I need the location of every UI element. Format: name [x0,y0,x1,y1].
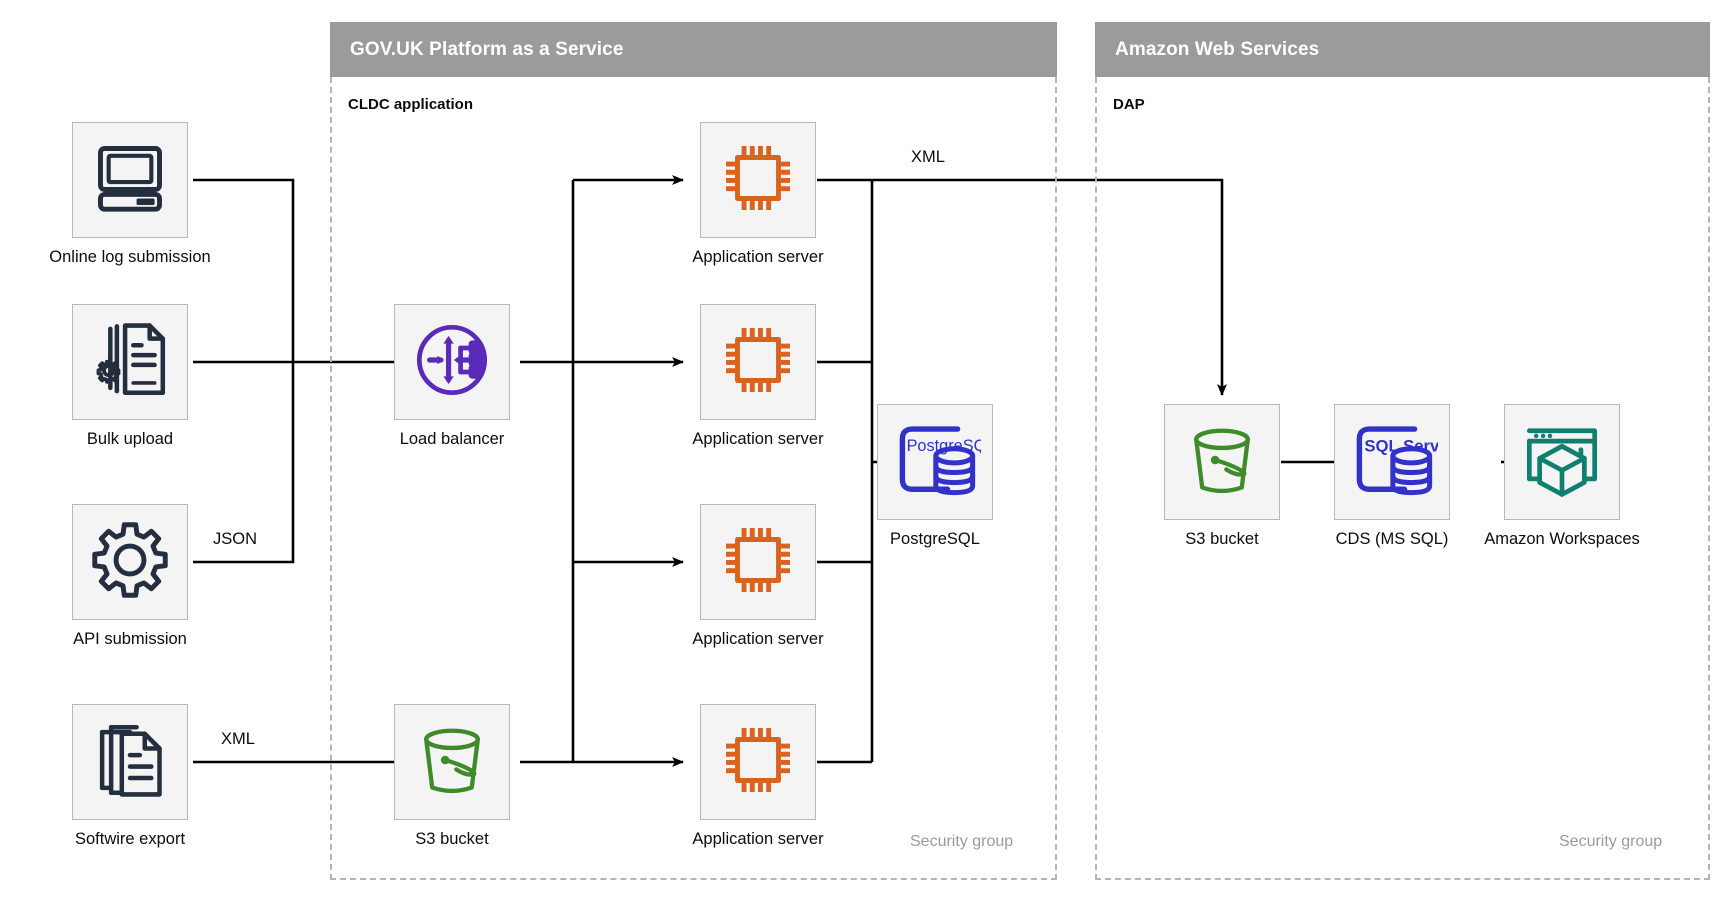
edge-label-xml-appserver-text: XML [906,148,950,167]
node-caption: Application server [692,248,824,266]
gear-icon [89,519,171,606]
node-tile [700,704,816,820]
node-caption: CDS (MS SQL) [1335,530,1449,548]
aws-group-label: DAP [1113,96,1145,113]
node-caption: API submission [73,630,187,648]
amazon-workspaces-icon [1519,417,1605,508]
node-bulk-upload[interactable]: Bulk upload [72,304,188,448]
node-application-server-1[interactable]: Application server [692,122,824,266]
s3-bucket-icon [1179,417,1265,508]
aws-cloud-body [1095,77,1710,880]
node-s3-bucket-paas[interactable]: S3 bucket [394,704,510,848]
edge-label-json: JSON [208,530,263,549]
node-online-log-submission[interactable]: Online log submission [49,122,211,266]
svg-text:SQL Server: SQL Server [1364,436,1438,455]
node-cds-ms-sql[interactable]: SQL Server CDS (MS SQL) [1334,404,1456,548]
node-caption: Online log submission [49,248,211,266]
node-load-balancer[interactable]: Load balancer [394,304,510,448]
paas-cloud-title: GOV.UK Platform as a Service [350,38,624,60]
node-tile [72,704,188,820]
aws-security-group-label: Security group [1559,833,1663,850]
node-tile [72,122,188,238]
desktop-computer-icon [89,137,171,224]
node-tile [1164,404,1280,520]
cpu-chip-icon [717,519,799,606]
node-application-server-2[interactable]: Application server [692,304,824,448]
node-tile [700,304,816,420]
postgresql-icon: PostgreSQL [889,414,995,511]
paas-cloud-header: GOV.UK Platform as a Service [330,22,1057,77]
node-caption: Load balancer [399,430,505,448]
node-application-server-3[interactable]: Application server [692,504,824,648]
aws-cloud-header: Amazon Web Services [1095,22,1710,77]
node-softwire-export[interactable]: Softwire export [72,704,188,848]
node-s3-bucket-aws[interactable]: S3 bucket [1164,404,1280,548]
node-tile: PostgreSQL [877,404,995,520]
edge-label-xml-softwire: XML [216,730,260,749]
sql-server-icon: SQL Server [1346,414,1456,511]
cpu-chip-icon [717,137,799,224]
node-tile [700,122,816,238]
node-application-server-4[interactable]: Application server [692,704,824,848]
node-caption: Softwire export [74,830,186,848]
node-caption: Amazon Workspaces [1484,530,1640,548]
node-caption: S3 bucket [415,830,489,848]
node-caption: S3 bucket [1185,530,1259,548]
load-balancer-icon [409,317,495,408]
paas-group-label: CLDC application [348,96,474,113]
node-tile: SQL Server [1334,404,1456,520]
node-tile [72,504,188,620]
node-caption: Bulk upload [86,430,174,448]
node-api-submission[interactable]: API submission [72,504,188,648]
aws-cloud-title: Amazon Web Services [1115,38,1320,60]
node-caption: Application server [692,830,824,848]
node-tile [72,304,188,420]
cpu-chip-icon [717,319,799,406]
node-tile [1504,404,1620,520]
s3-bucket-icon [409,717,495,808]
node-amazon-workspaces[interactable]: Amazon Workspaces [1484,404,1640,548]
node-caption: PostgreSQL [890,530,980,548]
cpu-chip-icon [717,719,799,806]
node-tile [394,304,510,420]
node-postgresql[interactable]: PostgreSQL PostgreSQL [877,404,995,548]
node-caption: Application server [692,630,824,648]
paas-cloud-body [330,77,1057,880]
node-tile [394,704,510,820]
paas-security-group-label: Security group [910,833,1014,850]
node-tile [700,504,816,620]
document-gear-icon [89,319,171,406]
document-stack-icon [89,719,171,806]
svg-text:PostgreSQL: PostgreSQL [907,436,981,454]
node-caption: Application server [692,430,824,448]
